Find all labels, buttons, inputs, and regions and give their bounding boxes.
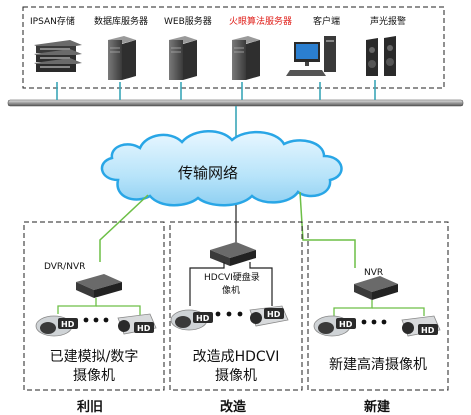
fire-eye-server-icon	[232, 36, 260, 80]
zone-upgrade-caption-line1: 改造成HDCVI	[192, 349, 280, 365]
zone-links	[99, 191, 356, 268]
zone-reuse-footer: 利旧	[77, 400, 104, 415]
zone-upgrade-caption-line2: 摄像机	[215, 368, 257, 384]
svg-text:HD: HD	[61, 320, 75, 329]
dome-camera-icon	[170, 309, 213, 331]
svg-text:HD: HD	[421, 326, 435, 335]
bullet-camera-icon	[401, 315, 441, 337]
hdcvi-wiring	[189, 262, 273, 306]
bullet-camera-icon	[249, 305, 289, 327]
client-computer-icon	[286, 36, 336, 76]
zone-reuse-caption: 已建模拟/数字 摄像机	[30, 348, 158, 386]
nvr-recorder-icon	[354, 276, 398, 300]
bullet-camera-icon	[117, 313, 157, 335]
zone-new-frame	[307, 221, 449, 391]
hdcvi-recorder-label-line2: 像机	[222, 286, 241, 296]
dome-camera-icon	[313, 315, 356, 337]
audio-visual-alarm-icon	[366, 36, 396, 76]
zone-reuse-frame	[23, 221, 165, 391]
nvr-label: NVR	[364, 268, 384, 278]
svg-text:HD: HD	[339, 320, 353, 329]
zone-new-footer: 新建	[364, 400, 391, 415]
transmission-network-cloud	[100, 130, 343, 207]
alarm-label: 声光报警	[370, 17, 407, 27]
dvr-nvr-label: DVR/NVR	[44, 262, 86, 272]
svg-text:HD: HD	[137, 324, 151, 333]
database-server-icon	[108, 36, 136, 80]
fire-eye-server-label: 火眼算法服务器	[229, 17, 293, 27]
db-server-label: 数据库服务器	[94, 17, 149, 27]
zone-upgrade-footer: 改造	[220, 400, 247, 415]
network-backbone-bar	[7, 99, 464, 107]
zone-new-caption: 新建高清摄像机	[310, 356, 446, 375]
zone-reuse-caption-line2: 摄像机	[73, 368, 115, 384]
zone-upgrade-caption: 改造成HDCVI 摄像机	[172, 348, 300, 386]
ellipsis-dots	[83, 311, 387, 325]
ipsan-storage-icon	[34, 40, 82, 72]
svg-text:HD: HD	[267, 310, 281, 319]
svg-text:HD: HD	[196, 314, 210, 323]
hdcvi-recorder-icon	[210, 242, 256, 266]
zone-reuse-caption-line1: 已建模拟/数字	[49, 349, 139, 365]
dome-camera-icon	[35, 315, 78, 337]
web-server-icon	[169, 36, 197, 80]
network-label: 传输网络	[178, 164, 239, 182]
zone-new-caption-line1: 新建高清摄像机	[329, 357, 427, 373]
zone-upgrade-frame	[169, 221, 303, 391]
web-server-label: WEB服务器	[164, 17, 212, 27]
dvr-nvr-recorder-icon	[76, 274, 122, 298]
camera-wiring	[57, 298, 425, 316]
ipsan-label: IPSAN存储	[30, 17, 75, 27]
server-zone-frame	[22, 6, 445, 89]
hdcvi-recorder-label-line1: HDCVI硬盘录	[204, 273, 260, 283]
client-label: 客户端	[313, 17, 341, 27]
hd-badges: HD HD HD HD HD HD	[61, 310, 435, 335]
